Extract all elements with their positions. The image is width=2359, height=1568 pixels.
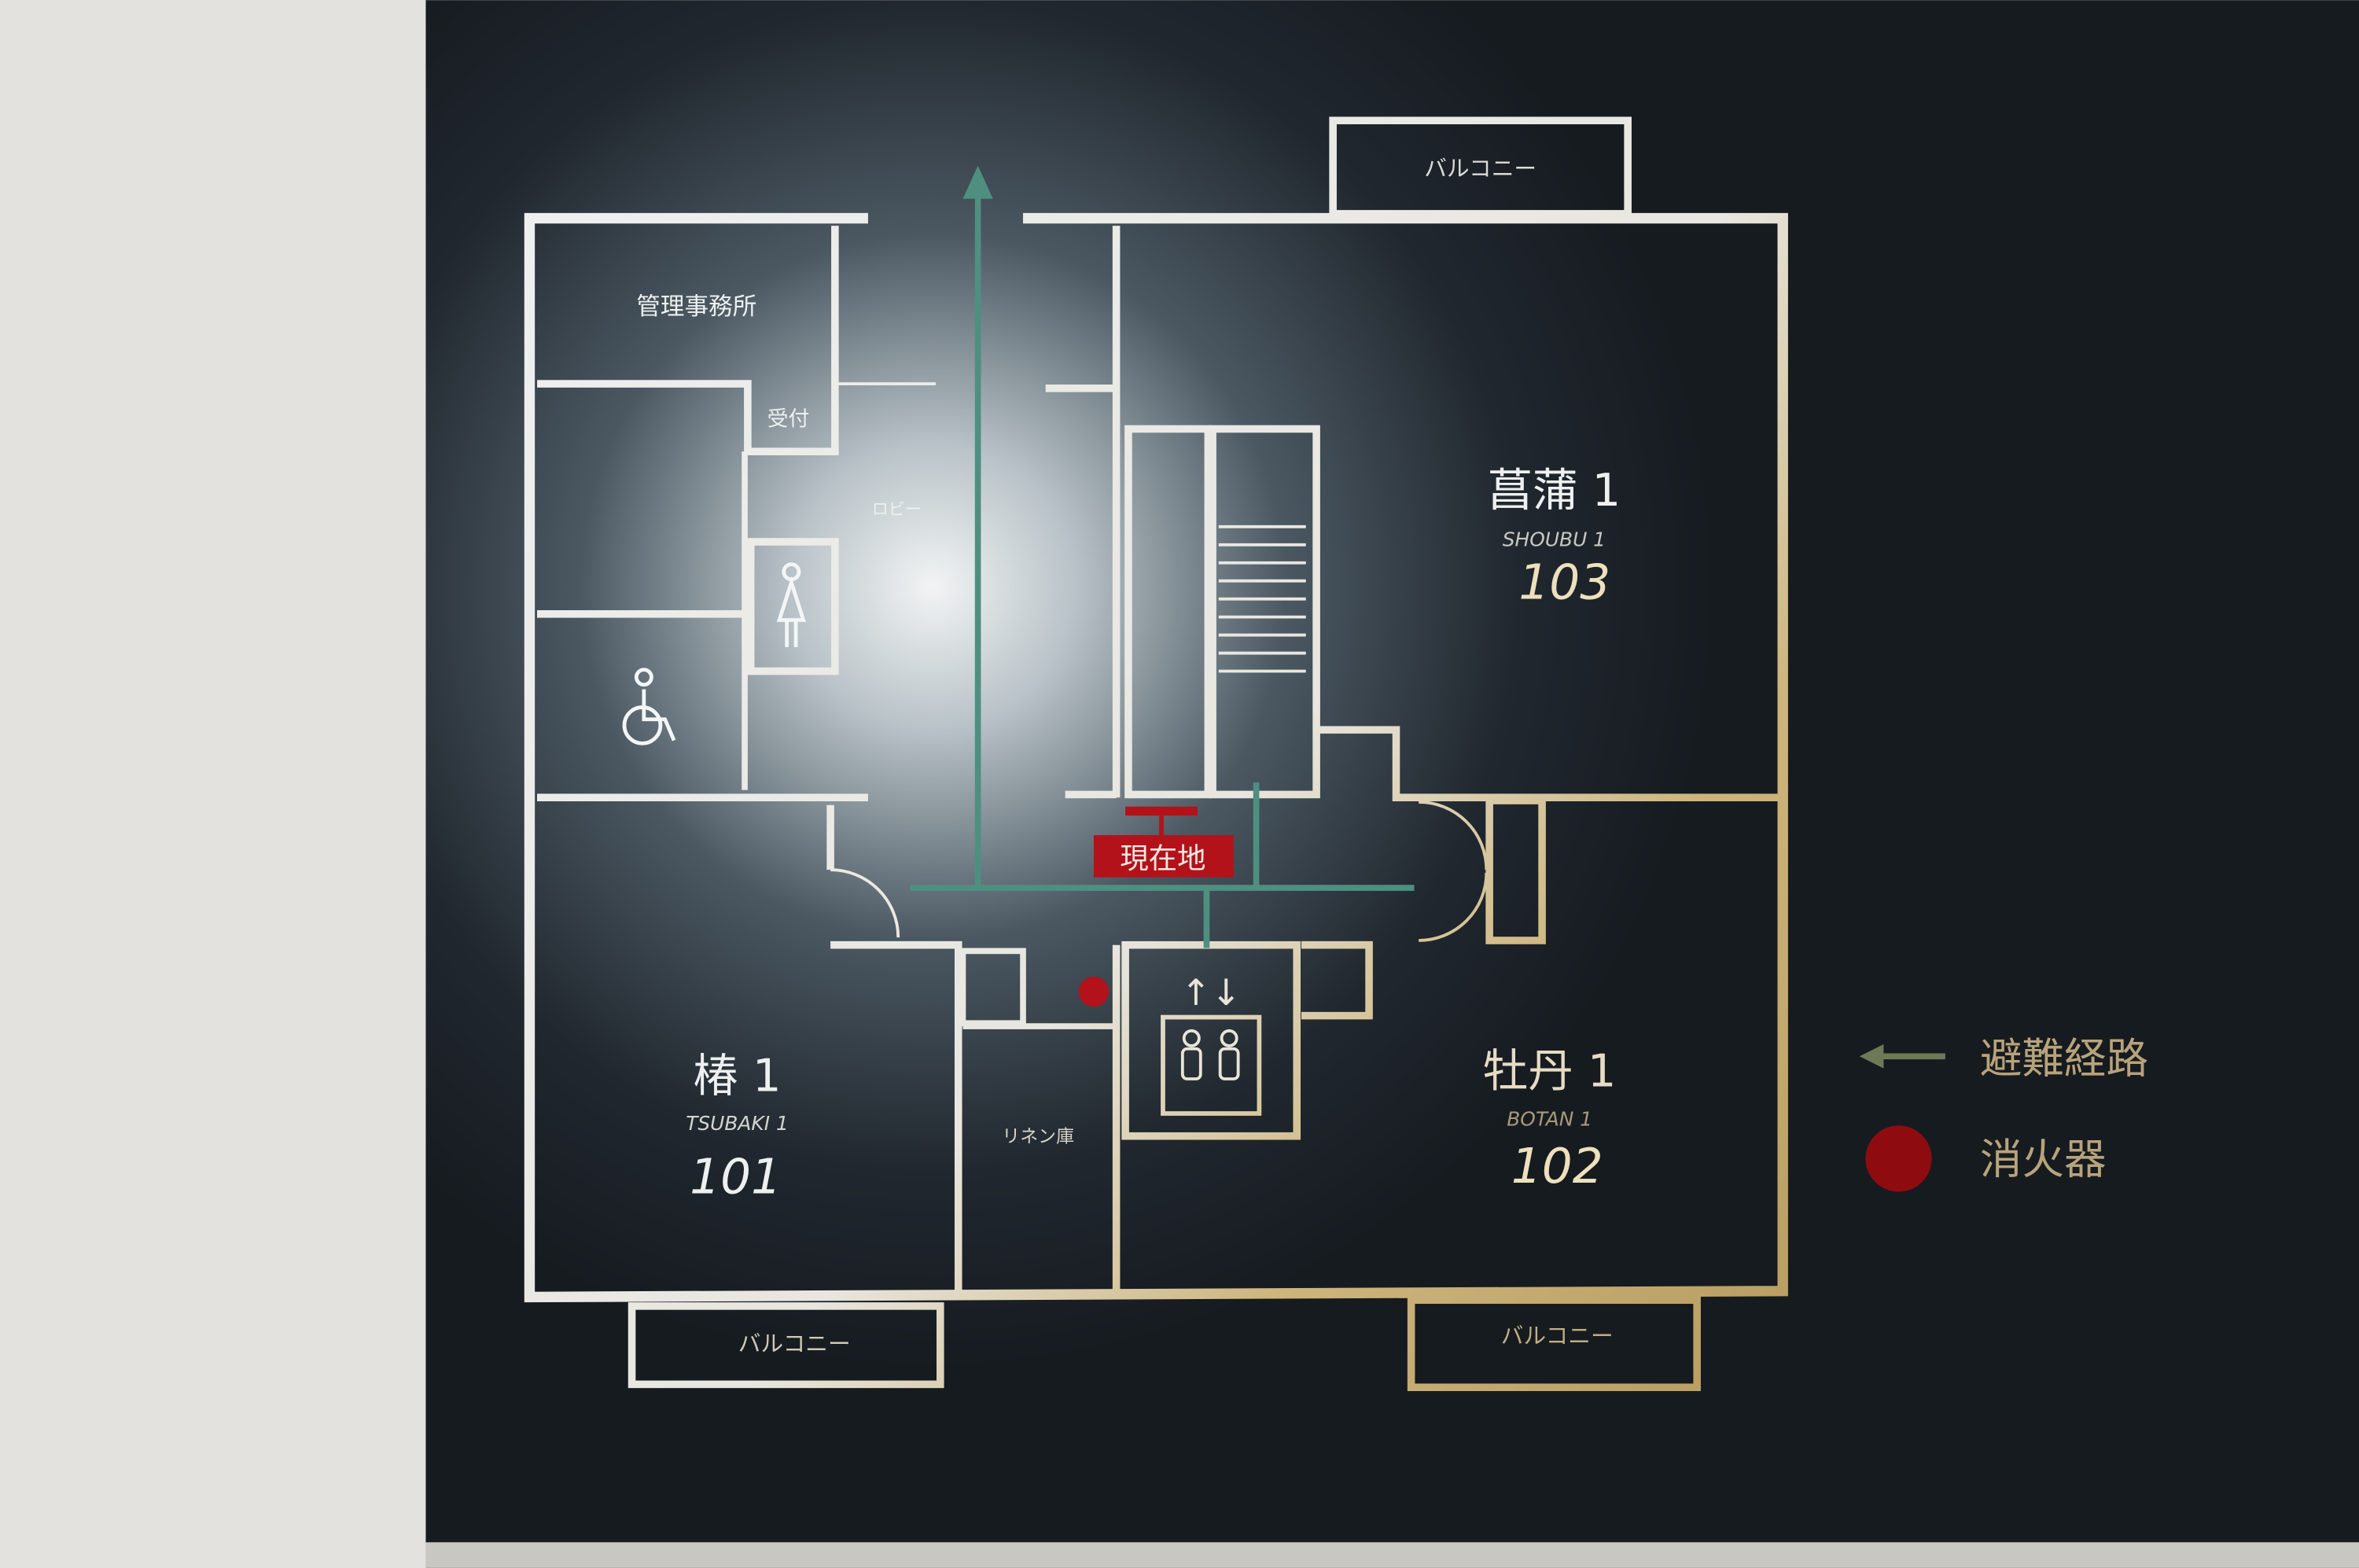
route-arrow-icon (962, 165, 993, 199)
elevator-icon (1161, 1014, 1262, 1116)
balcony-top (1329, 116, 1632, 218)
room-101-name: 椿 1 (693, 1049, 781, 1102)
evacuation-route (910, 193, 1415, 948)
room-102-number: 102 (1511, 1139, 1603, 1194)
room-102-name: 牡丹 1 (1483, 1045, 1617, 1098)
office-label: 管理事務所 (636, 293, 756, 321)
elevator-shaft (1121, 940, 1301, 1140)
room-103-name: 菖蒲 1 (1488, 464, 1621, 517)
wheelchair-icon (622, 668, 676, 745)
elevator-people-icon (1180, 1029, 1240, 1080)
balcony-bottom-right-label: バルコニー (1501, 1323, 1614, 1349)
room-103-number: 103 (1518, 555, 1610, 611)
legend-red-dot-icon (1865, 1125, 1932, 1192)
balcony-bottom-left-label: バルコニー (738, 1330, 851, 1356)
room-101-number: 101 (690, 1149, 782, 1205)
fire-extinguisher-marker (1078, 976, 1110, 1007)
staircase (1209, 425, 1320, 799)
current-location-label: 現在地 (1120, 841, 1205, 875)
toilet-room (746, 538, 839, 675)
reception-label: 受付 (767, 407, 810, 432)
room-101-romaji: TSUBAKI 1 (686, 1112, 789, 1135)
legend-evacuation-route: 避難経路 (1980, 1033, 2148, 1083)
lobby-label: ロビー (872, 499, 922, 519)
room-103-romaji: SHOUBU 1 (1503, 528, 1606, 551)
evacuation-arrow-icon (1859, 1043, 1884, 1069)
toilet-woman-icon (776, 562, 806, 647)
linen-label: リネン庫 (1002, 1126, 1074, 1147)
legend: 避難経路 消火器 (1859, 1033, 2148, 1192)
elevator-arrows: ↑↓ (1181, 971, 1242, 1014)
room-102-romaji: BOTAN 1 (1507, 1107, 1592, 1130)
legend-fire-extinguisher: 消火器 (1980, 1135, 2107, 1184)
balcony-bottom-right (1407, 1296, 1701, 1392)
balcony-top-label: バルコニー (1424, 155, 1536, 182)
walls (524, 116, 1788, 1392)
balcony-bottom-left (627, 1302, 944, 1389)
current-location-marker (1093, 835, 1234, 878)
